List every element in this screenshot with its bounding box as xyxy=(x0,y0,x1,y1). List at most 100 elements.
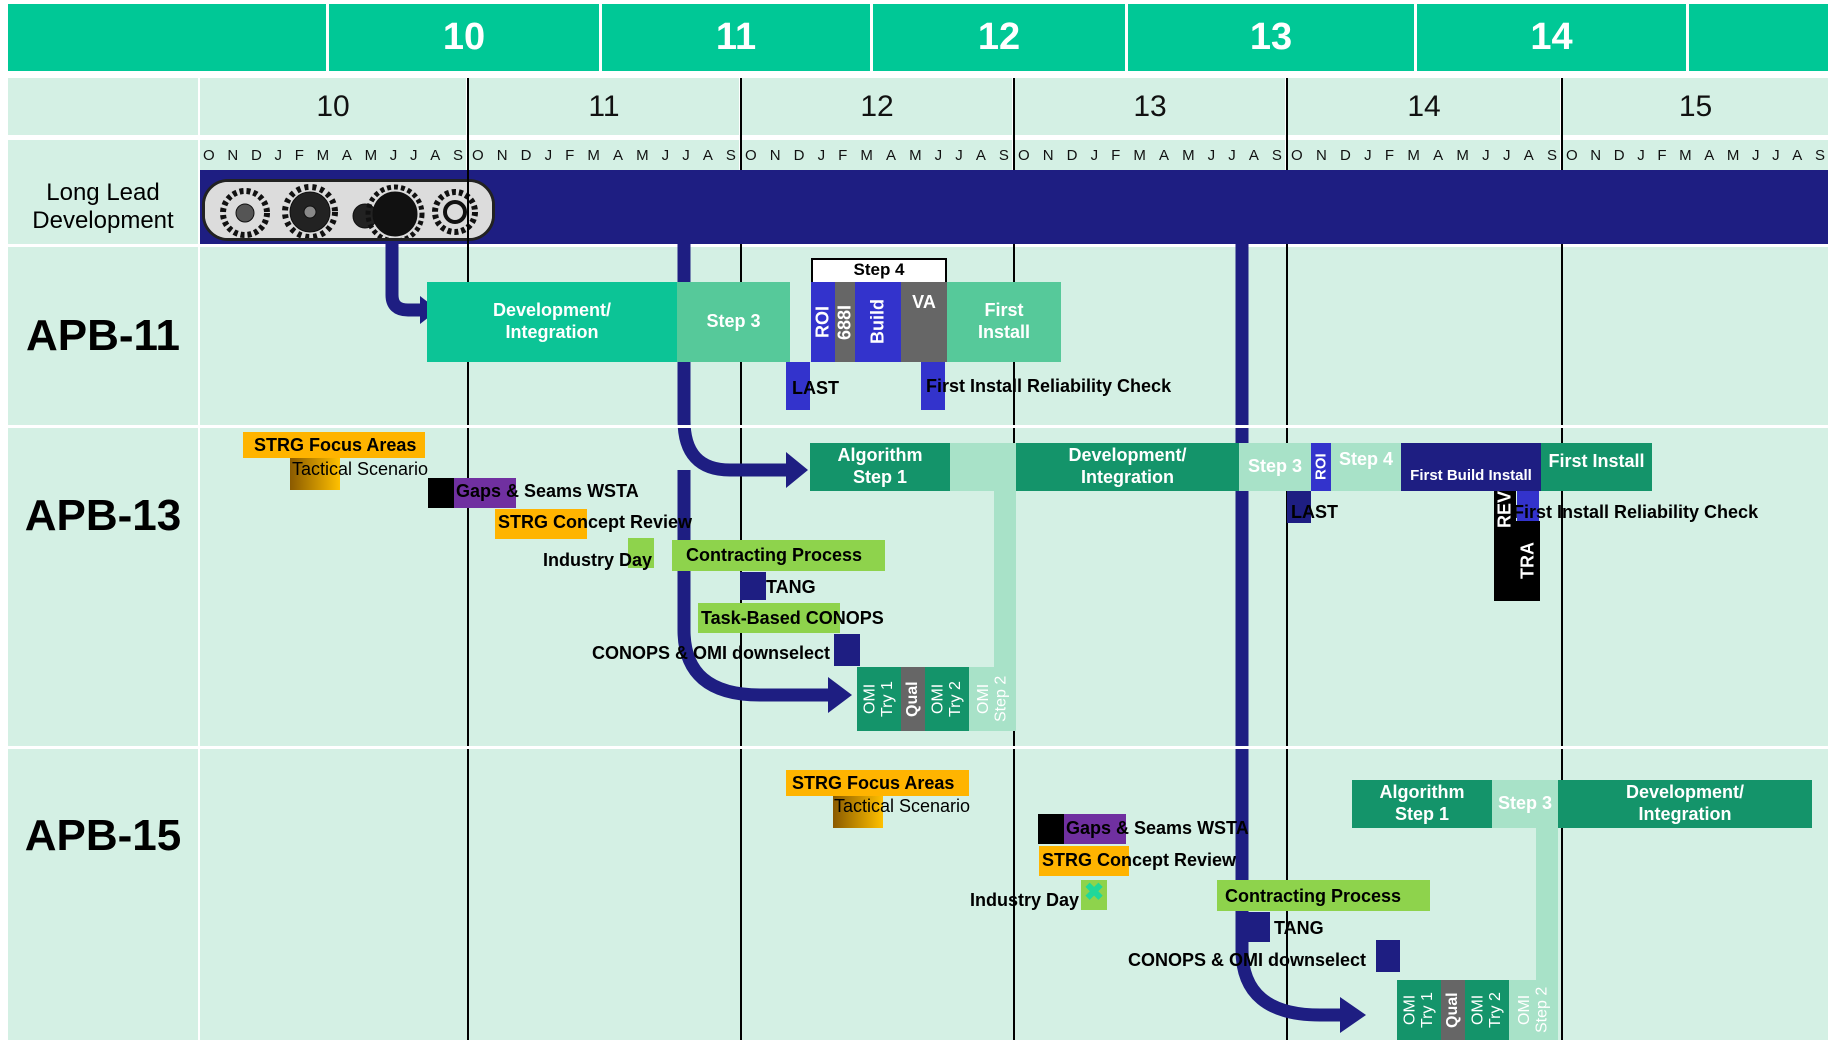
month-label: J xyxy=(817,146,826,164)
apb13-tra: TRA xyxy=(1516,521,1540,601)
month-label: J xyxy=(410,146,418,164)
apb13-roi: ROI xyxy=(1311,443,1331,491)
apb11-va: VA xyxy=(901,282,947,362)
apb13-last-marker xyxy=(1287,491,1311,523)
month-label: A xyxy=(1704,146,1715,164)
long-lead-bar-overlay xyxy=(496,170,1828,244)
apb15-contracting-bar xyxy=(1217,880,1430,911)
month-label: S xyxy=(1814,146,1825,164)
month-label: J xyxy=(1090,146,1099,164)
fy-15: 15 xyxy=(1563,78,1828,135)
apb15-concept-bar xyxy=(1039,846,1129,876)
apb13-last-label: LAST xyxy=(1291,502,1338,522)
month-label: J xyxy=(1637,146,1645,164)
month-label: M xyxy=(1456,146,1469,164)
month-label: J xyxy=(1482,146,1490,164)
apb15-industry-label: Industry Day xyxy=(970,890,1080,910)
month-label: J xyxy=(1772,146,1780,164)
apb11-label: APB-11 xyxy=(25,311,181,360)
apb13-industry-label: Industry Day xyxy=(543,550,653,570)
apb15-tang-label: TANG xyxy=(1274,918,1324,938)
month-label: J xyxy=(1228,146,1236,164)
apb13-algo-connector xyxy=(950,443,1016,491)
header-corner xyxy=(8,4,326,71)
month-label: N xyxy=(1315,146,1327,164)
month-label: S xyxy=(1271,146,1282,164)
apb15-gaps-label: Gaps & Seams WSTA xyxy=(1066,818,1249,838)
apb15-tactical-bar xyxy=(833,796,883,828)
apb11-dev-integration: Development/ Integration xyxy=(427,282,677,362)
arrow-head xyxy=(828,677,852,713)
month-label: M xyxy=(1679,146,1692,164)
apb15-gaps-bar xyxy=(1064,814,1126,844)
month-label: O xyxy=(203,146,215,164)
month-label: J xyxy=(274,146,283,164)
apb15-step3-connector xyxy=(1536,828,1558,980)
apb13-omi-try1: OMI Try 1 xyxy=(857,667,901,731)
apb15-label-cell xyxy=(8,749,198,1040)
month-label: F xyxy=(1384,146,1395,164)
month-label: M xyxy=(1182,146,1195,164)
apb11-roi: ROI xyxy=(811,282,835,362)
apb13-contracting-label: Contracting Process xyxy=(686,545,863,565)
month-label: A xyxy=(613,146,624,164)
apb13-reliability-label: First Install Reliability Check xyxy=(1513,502,1759,522)
apb15-label: APB-15 xyxy=(24,811,182,860)
month-label: S xyxy=(1546,146,1557,164)
apb15-tang-marker xyxy=(1244,912,1270,942)
arrow-head xyxy=(786,452,808,488)
apb15-algorithm-step1: Algorithm Step 1 xyxy=(1352,780,1492,828)
month-label: O xyxy=(745,146,757,164)
month-label: N xyxy=(1042,146,1054,164)
arrow-head xyxy=(1340,997,1366,1033)
apb13-step4: Step 4 xyxy=(1331,443,1401,491)
x-mark-icon: ✖ xyxy=(1083,879,1105,906)
apb15-concept-label: STRG Concept Review xyxy=(1042,850,1237,870)
apb13-first-build-install: First Build Install xyxy=(1401,443,1541,491)
header-year-12: 12 xyxy=(873,4,1125,71)
apb13-step3: Step 3 xyxy=(1239,443,1311,491)
month-label: S xyxy=(725,146,736,164)
month-label: A xyxy=(1433,146,1444,164)
apb13-reliability-marker xyxy=(1517,491,1539,521)
month-label: M xyxy=(364,146,378,164)
fy-corner xyxy=(8,78,198,135)
header-year-end xyxy=(1689,4,1828,71)
month-label: N xyxy=(227,146,239,164)
apb13-dev-integration: Development/ Integration xyxy=(1016,443,1239,491)
month-label: D xyxy=(1340,146,1351,164)
month-label: F xyxy=(1657,146,1667,164)
month-label: J xyxy=(682,146,690,164)
fy-14: 14 xyxy=(1288,78,1560,135)
apb11-first-install: First Install xyxy=(947,282,1061,362)
row-separator xyxy=(8,425,1828,428)
apb15-industry-bar xyxy=(1081,880,1107,910)
month-label: A xyxy=(341,146,352,164)
gears-image xyxy=(202,179,495,241)
apb13-contracting-bar xyxy=(672,540,885,571)
apb13-rev: REV xyxy=(1494,491,1516,601)
month-label: J xyxy=(544,146,553,164)
apb15-strg-focus-label: STRG Focus Areas xyxy=(792,773,955,793)
apb15-omi-step2: OMI Step 2 xyxy=(1509,980,1558,1040)
apb13-qual: Qual xyxy=(901,667,925,731)
month-label: M xyxy=(636,146,649,164)
month-label: O xyxy=(472,146,484,164)
month-label: F xyxy=(565,146,575,164)
month-label: A xyxy=(886,146,897,164)
month-label: J xyxy=(1752,146,1760,164)
apb13-label-cell xyxy=(8,428,198,746)
apb15-step3: Step 3 xyxy=(1492,780,1558,828)
apb13-task-conops-bar xyxy=(698,603,840,633)
month-label: A xyxy=(702,146,713,164)
long-lead-label-cell xyxy=(8,170,198,244)
month-label: A xyxy=(975,146,986,164)
apb11-reliability-marker xyxy=(921,362,945,410)
month-label: J xyxy=(934,146,943,164)
month-label: J xyxy=(1502,146,1511,164)
month-label: N xyxy=(1590,146,1602,164)
